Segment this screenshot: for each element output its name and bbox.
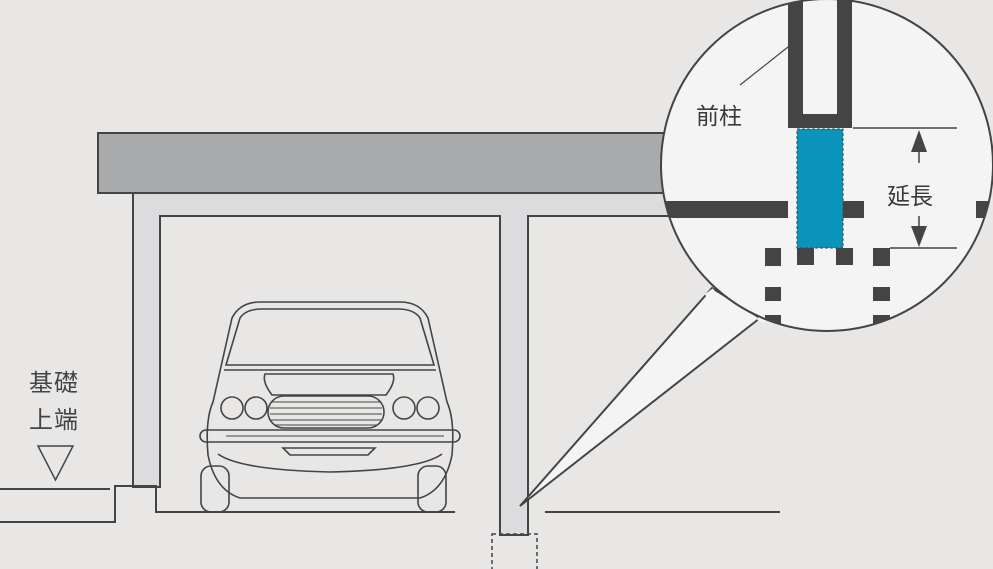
magnifier-callout	[519, 0, 993, 507]
ground-line	[0, 485, 780, 523]
foundation-top-label-line1: 基礎	[29, 369, 79, 397]
dimension-arrows-icon	[911, 130, 927, 247]
roof	[97, 132, 689, 194]
foundation-top-label-line2: 上端	[29, 406, 79, 434]
beam-section	[661, 201, 788, 218]
post-footing-extension	[491, 533, 538, 569]
extension-label: 延長	[884, 177, 936, 211]
level-marker-icon	[36, 445, 75, 482]
extension-highlight	[796, 128, 844, 249]
car-icon	[199, 301, 461, 513]
front-post-label: 前柱	[693, 97, 745, 131]
carport-frame	[132, 192, 691, 536]
front-post-section	[788, 0, 852, 128]
